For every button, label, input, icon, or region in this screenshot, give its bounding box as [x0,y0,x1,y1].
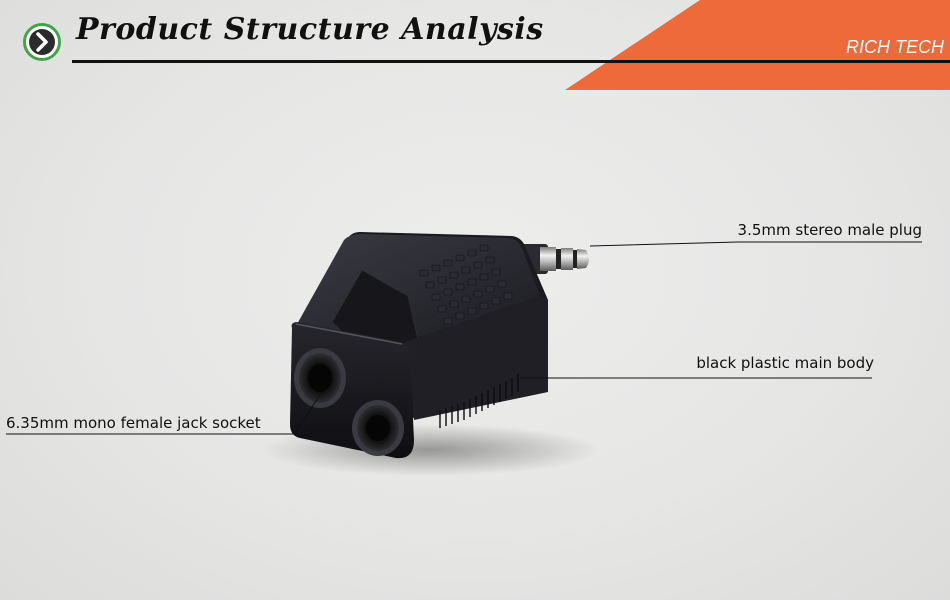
callout-body-label: black plastic main body [696,354,874,372]
callout-socket-label: 6.35mm mono female jack socket [6,414,261,432]
callout-lines [6,241,922,435]
brand-banner [565,0,950,90]
chevron-right-circle-icon [23,23,61,61]
side-ribs [439,374,519,428]
socket-right [352,400,404,456]
brand-name: RICH TECH [846,37,944,57]
page-title: Product Structure Analysis [76,12,544,47]
callout-plug-label: 3.5mm stereo male plug [737,221,922,239]
socket-left [294,348,346,408]
header-divider [72,60,950,63]
grip-pattern [419,244,513,325]
